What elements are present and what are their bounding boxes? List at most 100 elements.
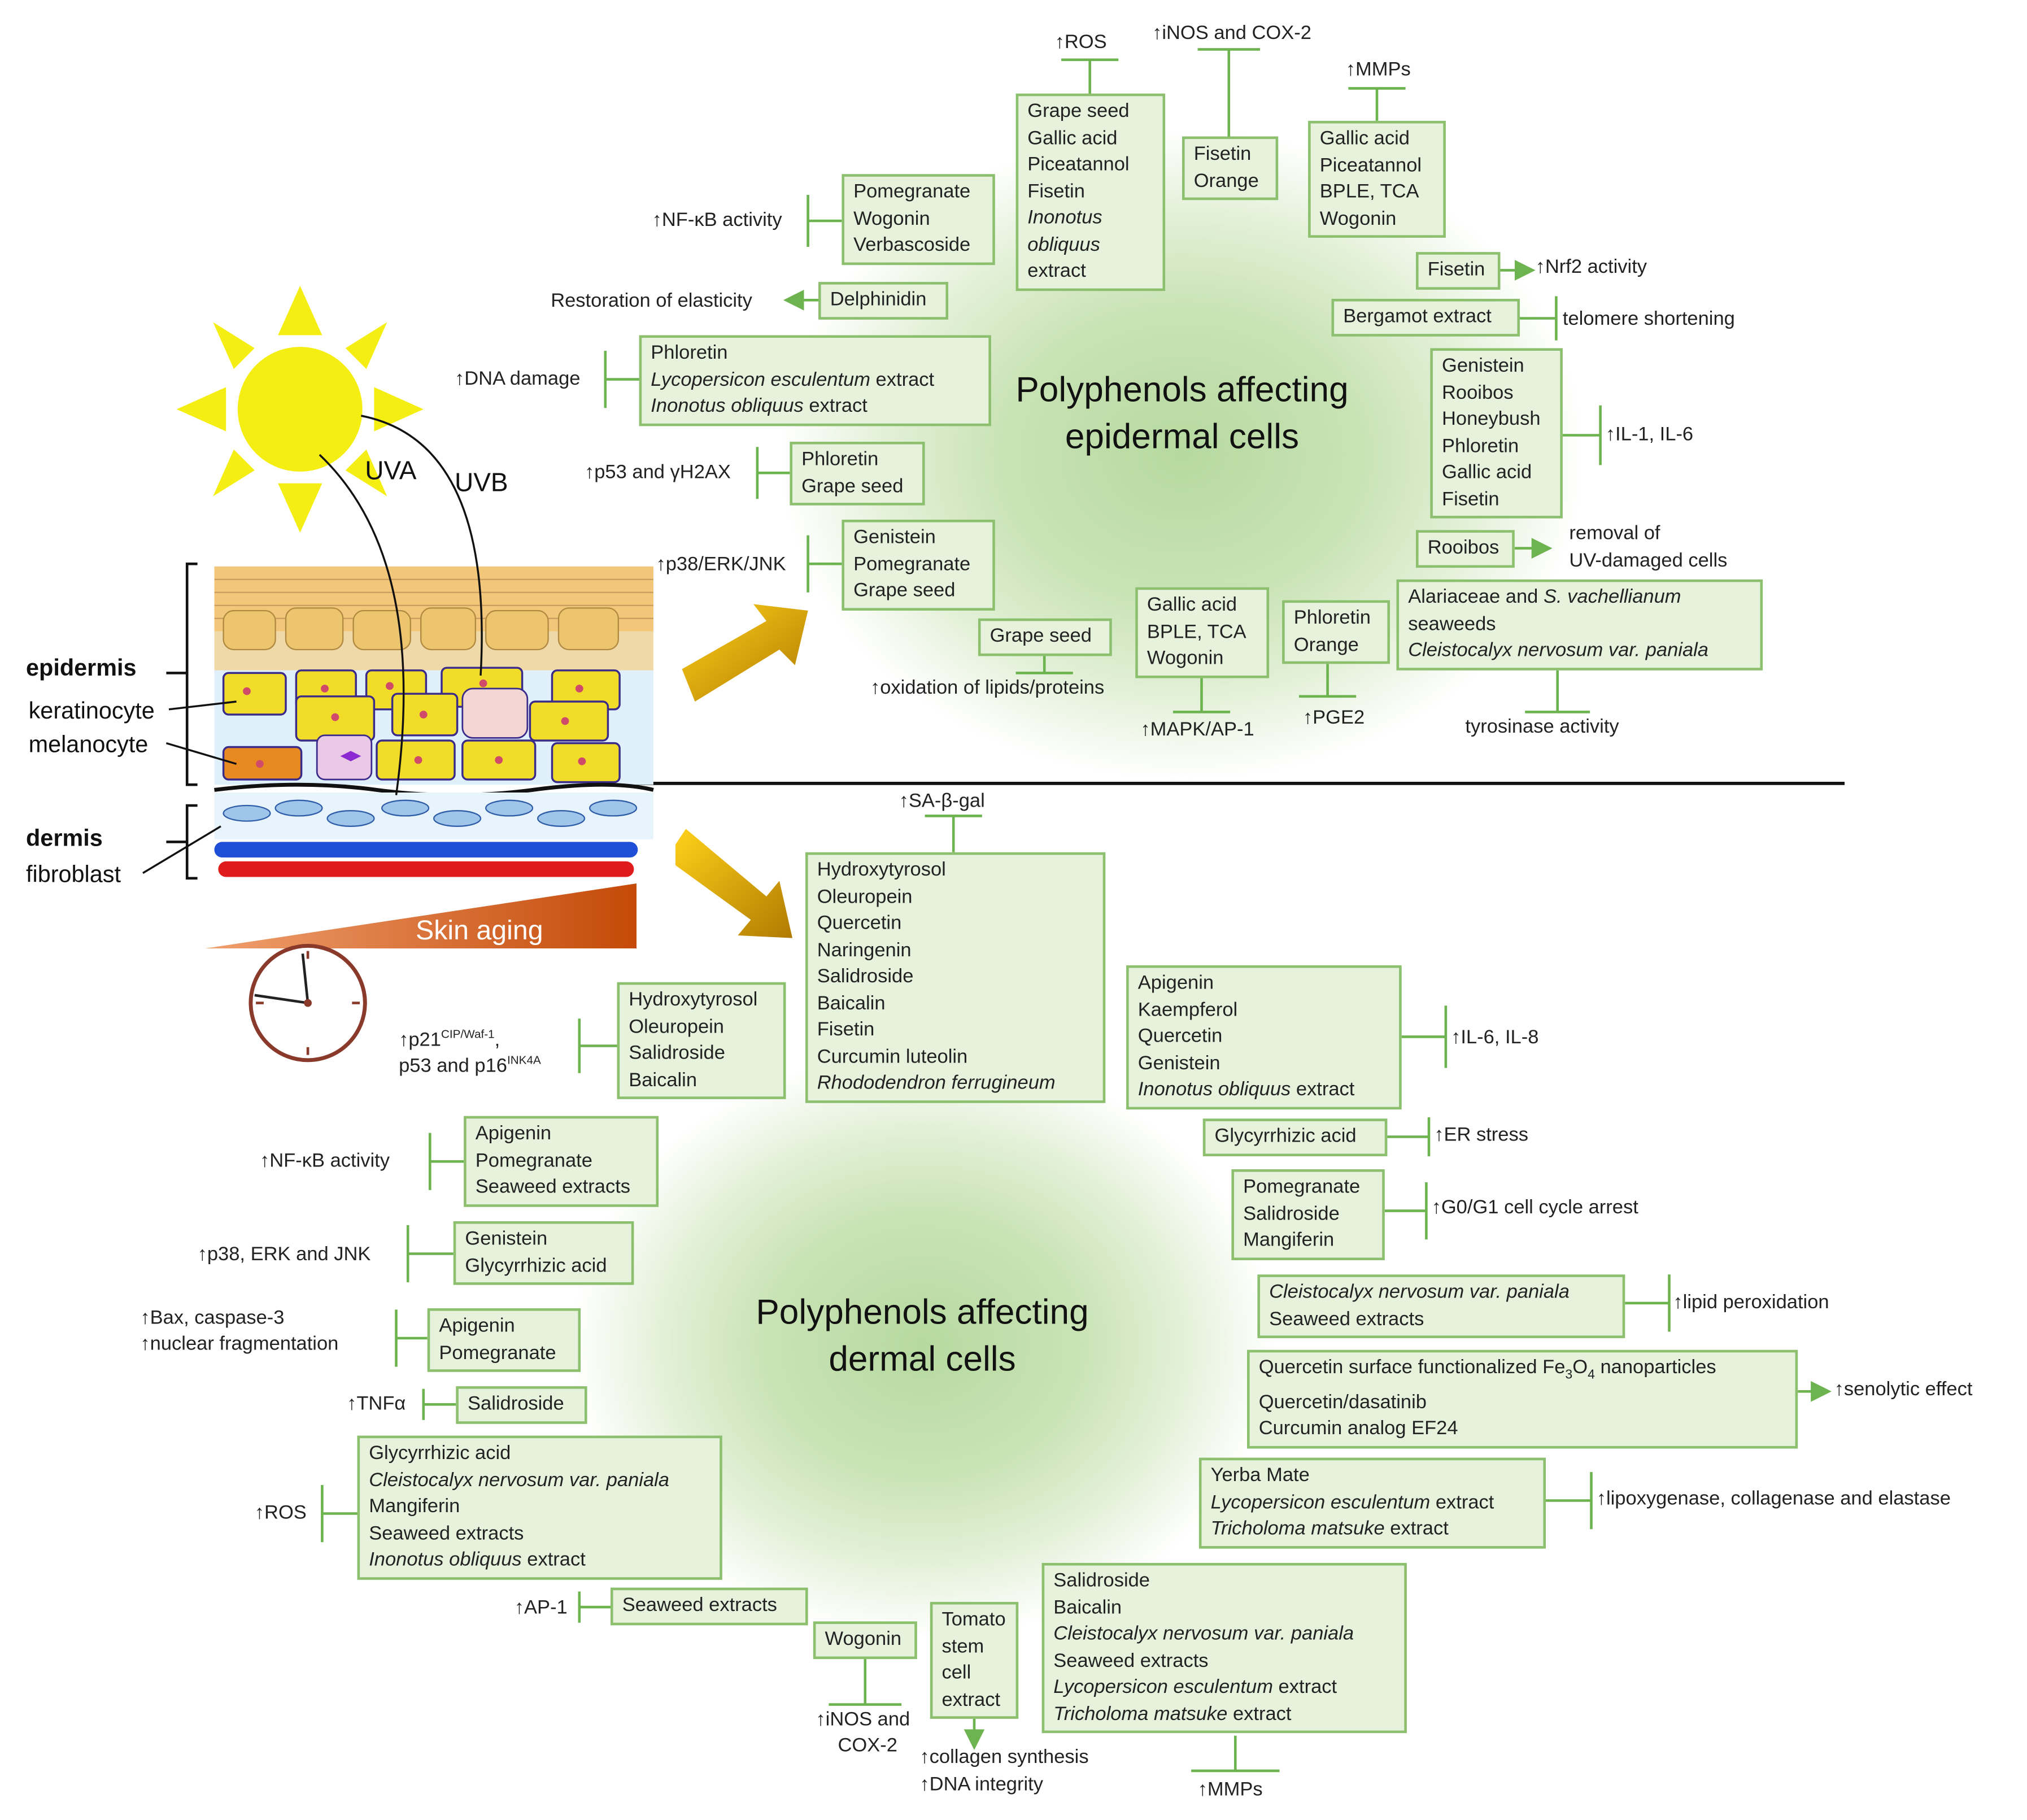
der-tnf-label: ↑TNFα bbox=[347, 1392, 406, 1415]
label-comma: , bbox=[494, 1029, 500, 1051]
item: cell bbox=[941, 1661, 971, 1684]
item: Grape seed bbox=[1027, 100, 1130, 123]
item: Inonotus bbox=[1027, 206, 1102, 229]
item: Orange bbox=[1293, 633, 1359, 656]
item: Pomegranate bbox=[853, 180, 971, 203]
epi-telo-label: telomere shortening bbox=[1562, 308, 1735, 330]
der-il-box: Apigenin Kaempferol Quercetin Genistein … bbox=[1126, 965, 1402, 1109]
item-suffix: extract bbox=[1232, 1703, 1292, 1725]
der-bax-label-1: ↑Bax, caspase-3 bbox=[140, 1307, 285, 1329]
item: Phloretin bbox=[801, 448, 879, 471]
label-sup: CIP/Waf-1 bbox=[441, 1027, 495, 1041]
der-il-label: ↑IL-6, IL-8 bbox=[1451, 1026, 1539, 1049]
item: Wogonin bbox=[1319, 207, 1397, 229]
epi-inos-box: Fisetin Orange bbox=[1182, 136, 1279, 201]
epi-lipid-box: Grape seed bbox=[978, 618, 1112, 656]
uva-label: UVA bbox=[365, 457, 417, 486]
item: seaweeds bbox=[1408, 612, 1496, 635]
item: Genistein bbox=[1137, 1051, 1220, 1074]
epi-pge2-label: ↑PGE2 bbox=[1302, 707, 1365, 729]
item: Glycyrrhizic acid bbox=[369, 1442, 511, 1465]
item: Gallic acid bbox=[1442, 461, 1532, 484]
item: Grape seed bbox=[801, 474, 904, 497]
epi-nrf2-box: Fisetin bbox=[1416, 252, 1501, 289]
der-er-box: Glycyrrhizic acid bbox=[1202, 1118, 1388, 1156]
item-suffix: extract bbox=[527, 1548, 586, 1571]
item: Oleuropein bbox=[629, 1015, 724, 1038]
der-p38-box: Genistein Glycyrrhizic acid bbox=[453, 1221, 634, 1285]
item-name: S. vachellianum bbox=[1543, 586, 1681, 608]
item-suffix: extract bbox=[1296, 1078, 1355, 1101]
epi-rooibos-label-1: removal of bbox=[1569, 522, 1660, 545]
item: Salidroside bbox=[1053, 1569, 1150, 1592]
item: Fisetin bbox=[817, 1018, 875, 1041]
epidermal-title: Polyphenols affecting epidermal cells bbox=[961, 367, 1403, 460]
epi-rooibos-box: Rooibos bbox=[1416, 530, 1515, 567]
der-nfkb-label: ↑NF-κB activity bbox=[260, 1150, 390, 1172]
item: Tricholoma matsuke extract bbox=[1053, 1701, 1395, 1728]
epidermis-label: epidermis bbox=[26, 655, 137, 681]
der-lp-label: ↑lipid peroxidation bbox=[1673, 1291, 1829, 1314]
item: Cleistocalyx nervosum var. paniala bbox=[369, 1469, 670, 1491]
epi-mapk-box: Gallic acid BPLE, TCA Wogonin bbox=[1135, 587, 1270, 678]
der-mmp-box: Salidroside Baicalin Cleistocalyx nervos… bbox=[1041, 1562, 1407, 1734]
item: Curcumin analog EF24 bbox=[1258, 1417, 1458, 1440]
item-name: Alariaceae and bbox=[1408, 586, 1538, 608]
der-sa-box: Hydroxytyrosol Oleuropein Quercetin Nari… bbox=[805, 852, 1106, 1103]
item: Quercetin/dasatinib bbox=[1258, 1391, 1427, 1413]
item-suffix: extract bbox=[1435, 1491, 1494, 1513]
der-coll-label-2: ↑DNA integrity bbox=[919, 1773, 1044, 1796]
epi-p53-label: ↑p53 and γH2AX bbox=[585, 461, 731, 484]
der-inos-box: Wogonin bbox=[813, 1621, 917, 1658]
item: Cleistocalyx nervosum var. paniala bbox=[1269, 1281, 1570, 1303]
item: Mangiferin bbox=[1243, 1229, 1335, 1251]
der-lp-box: Cleistocalyx nervosum var. paniala Seawe… bbox=[1257, 1274, 1625, 1338]
der-nfkb-box: Apigenin Pomegranate Seaweed extracts bbox=[464, 1116, 659, 1207]
item: Salidroside bbox=[629, 1042, 725, 1064]
item: Seaweed extracts bbox=[1269, 1307, 1424, 1330]
epi-p38-label: ↑p38/ERK/JNK bbox=[656, 553, 786, 576]
item: Tricholoma matsuke extract bbox=[1211, 1516, 1535, 1543]
item: Lycopersicon esculentum extract bbox=[1053, 1675, 1395, 1701]
item-name: Tricholoma matsuke bbox=[1053, 1703, 1228, 1725]
der-bax-box: Apigenin Pomegranate bbox=[427, 1308, 581, 1372]
der-ros-box: Glycyrrhizic acid Cleistocalyx nervosum … bbox=[357, 1435, 722, 1579]
der-ap1-box: Seaweed extracts bbox=[611, 1587, 808, 1625]
item-part: nanoparticles bbox=[1594, 1356, 1716, 1379]
item: Genistein bbox=[1442, 354, 1524, 377]
item: Fisetin bbox=[1193, 143, 1252, 166]
item: extract bbox=[941, 1688, 1001, 1710]
item: obliquus bbox=[1027, 233, 1100, 255]
item: Phloretin bbox=[1442, 434, 1519, 457]
item: Genistein bbox=[853, 526, 936, 548]
item: Baicalin bbox=[817, 992, 886, 1015]
item-suffix: extract bbox=[809, 395, 868, 417]
epi-ros-box: Grape seed Gallic acid Piceatannol Fiset… bbox=[1015, 93, 1166, 291]
item: Baicalin bbox=[629, 1068, 698, 1091]
item: Rhododendron ferrugineum bbox=[817, 1072, 1056, 1094]
item: Baicalin bbox=[1053, 1596, 1122, 1618]
item: Verbascoside bbox=[853, 234, 971, 256]
item: Curcumin luteolin bbox=[817, 1045, 968, 1068]
item: Tomato bbox=[941, 1608, 1006, 1631]
item-name: Lycopersicon esculentum bbox=[1210, 1491, 1431, 1513]
epi-nrf2-label: ↑Nrf2 activity bbox=[1535, 256, 1647, 278]
uvb-label: UVB bbox=[455, 469, 508, 498]
item: Wogonin bbox=[1147, 647, 1224, 669]
item: Alariaceae and S. vachellianum bbox=[1408, 585, 1751, 611]
item-name: Inonotus obliquus bbox=[369, 1548, 522, 1571]
arrow-to-epidermal bbox=[682, 604, 808, 702]
item: Grape seed bbox=[853, 579, 956, 602]
epi-rooibos-label-2: UV-damaged cells bbox=[1569, 549, 1728, 572]
item-sub: 4 bbox=[1588, 1368, 1595, 1383]
item: Pomegranate bbox=[1243, 1175, 1361, 1198]
skin-aging-label: Skin aging bbox=[416, 916, 543, 946]
item-name: Lycopersicon esculentum bbox=[1053, 1676, 1273, 1699]
item: Phloretin bbox=[651, 341, 979, 367]
der-ap1-label: ↑AP-1 bbox=[514, 1596, 568, 1619]
item: Phloretin bbox=[1293, 607, 1371, 629]
epi-nfkb-box: Pomegranate Wogonin Verbascoside bbox=[842, 174, 995, 265]
fibroblast-label: fibroblast bbox=[26, 861, 121, 887]
item: Salidroside bbox=[468, 1392, 564, 1415]
clock-icon bbox=[249, 943, 367, 1063]
